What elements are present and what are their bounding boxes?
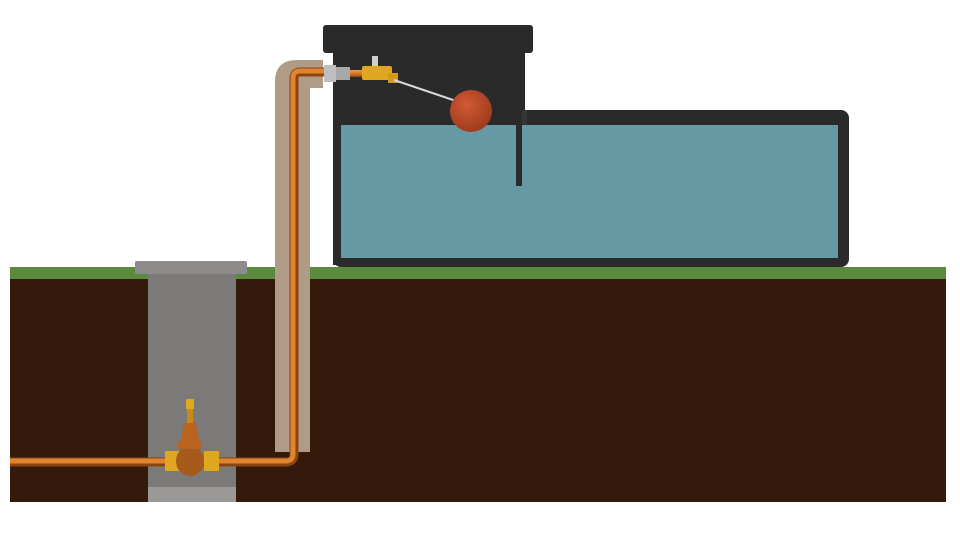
pipe-sleeve bbox=[275, 60, 323, 452]
storage-tank bbox=[323, 25, 849, 267]
float-ball bbox=[450, 90, 492, 132]
stop-valve bbox=[165, 399, 219, 476]
water bbox=[341, 125, 838, 258]
copper-pipe bbox=[10, 67, 338, 467]
tank-baffle bbox=[516, 118, 522, 186]
chamber-base bbox=[148, 487, 236, 502]
tank-connector bbox=[324, 65, 336, 82]
float-arm bbox=[393, 79, 463, 104]
chamber-cap bbox=[135, 261, 247, 274]
float-valve bbox=[350, 56, 492, 132]
backnut bbox=[336, 67, 350, 80]
